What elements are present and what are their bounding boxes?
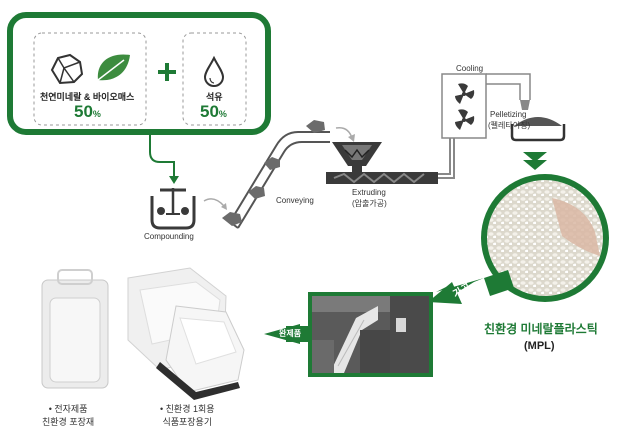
fan-icon <box>454 83 475 104</box>
flow-arrow-2 <box>203 198 225 207</box>
finished-label: 완제품 <box>279 329 302 338</box>
compounding-tank-icon <box>150 188 196 230</box>
input-frame <box>7 12 271 135</box>
flow-arrowhead-5 <box>523 160 547 170</box>
extruding-ko-label: (압출가공) <box>352 199 387 208</box>
processing-arrowhead <box>428 282 462 304</box>
flow-arrowhead-3 <box>348 134 355 142</box>
pellet-pile-icon <box>510 117 566 142</box>
natural-materials-box <box>33 32 147 126</box>
leaf-icon <box>97 54 130 81</box>
dispenser-nozzle <box>520 100 530 110</box>
food-container-image <box>127 267 245 400</box>
flow-arrow-1 <box>149 132 175 176</box>
flow-arrowhead-1 <box>169 176 179 184</box>
oil-label: 석유 <box>206 92 223 102</box>
oil-percent: 50% <box>200 102 227 121</box>
cooling-label: Cooling <box>456 64 484 73</box>
plus-icon <box>158 63 176 81</box>
flow-arrowhead-2 <box>221 203 227 210</box>
clamshell-tray-image <box>41 269 109 389</box>
natural-percent: 50% <box>74 102 101 121</box>
product-abbr: (MPL) <box>524 340 555 352</box>
fan-icon <box>455 109 475 130</box>
pelletizing-label: Pelletizing <box>490 110 527 119</box>
flow-arrowhead-4 <box>523 152 547 162</box>
factory-photo <box>308 292 433 377</box>
processing-arrow-body <box>484 270 514 296</box>
extruding-label: Extruding <box>352 188 386 197</box>
natural-materials-label: 천연미네랄 & 바이오매스 <box>40 92 135 102</box>
conveying-label: Conveying <box>276 196 314 205</box>
extruder-barrel <box>326 172 438 184</box>
pelletizing-ko-label: (펠레타이징) <box>488 121 531 130</box>
product-name: 친환경 미네랄플라스틱 <box>484 322 598 336</box>
compounding-label: Compounding <box>144 232 194 241</box>
rock-icon <box>50 53 84 85</box>
extruder-hopper <box>332 142 382 172</box>
oil-box <box>182 32 247 126</box>
conveyor-belt <box>222 120 330 229</box>
oil-drop-icon <box>203 55 225 88</box>
hand-shape <box>552 198 600 256</box>
